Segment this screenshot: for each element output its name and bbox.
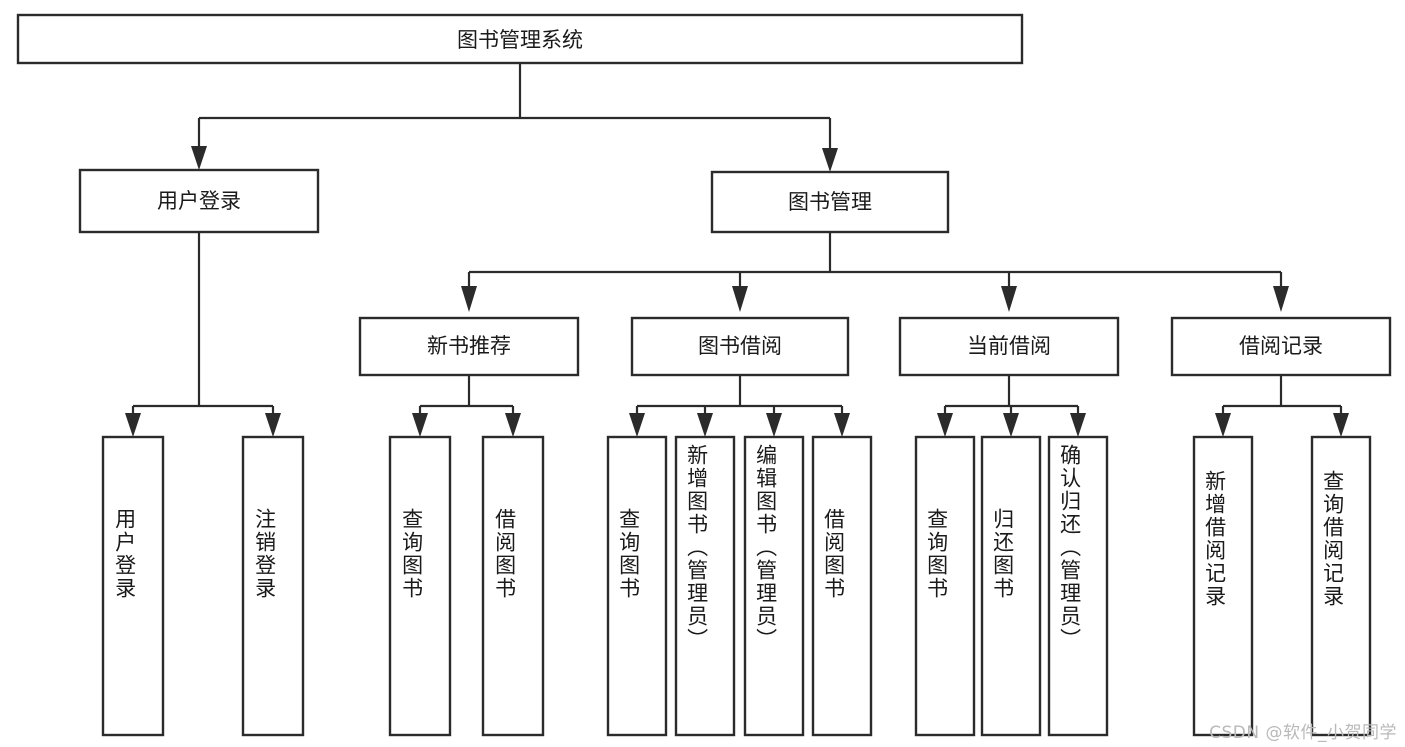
node-box-book-management[interactable]: [710, 170, 950, 234]
node-box-leaf-br-add-record[interactable]: [1192, 435, 1254, 737]
node-box-leaf-user-login[interactable]: [101, 435, 165, 737]
node-box-new-book-recommend[interactable]: [358, 316, 580, 377]
connector-group-newbook: [412, 375, 521, 437]
node-box-user-login[interactable]: [78, 168, 320, 234]
node-label-book-borrow: 图书借阅: [698, 334, 782, 358]
arrow-head-current-borrow: [1001, 286, 1017, 312]
node-box-leaf-nb-borrow-book[interactable]: [481, 435, 545, 737]
arrow-head-book-borrow: [732, 286, 748, 312]
node-box-current-borrow[interactable]: [898, 316, 1120, 377]
arrow-head-leaf-bb-3: [766, 413, 782, 437]
arrow-head-leaf-cb-3: [1070, 413, 1086, 437]
arrow-head-leaf-logout: [265, 413, 281, 437]
node-box-leaf-cb-confirm-return[interactable]: [1047, 435, 1109, 737]
arrow-head-leaf-user-login: [125, 413, 141, 437]
arrow-head-leaf-br-2: [1333, 413, 1349, 437]
arrow-head-leaf-nb-1: [412, 413, 428, 437]
connector-group-bookborrow: [629, 375, 850, 437]
connector-group-currentborrow: [937, 375, 1086, 437]
node-root[interactable]: [16, 13, 1024, 65]
arrow-head-leaf-bb-4: [834, 413, 850, 437]
arrow-head-new-book: [461, 286, 477, 312]
node-label-borrow-record: 借阅记录: [1239, 334, 1323, 358]
node-box-book-borrow[interactable]: [630, 316, 850, 377]
node-box-leaf-cb-return-book[interactable]: [980, 435, 1042, 737]
node-box-leaf-nb-query-book[interactable]: [388, 435, 452, 737]
node-box-leaf-cb-query-book[interactable]: [914, 435, 976, 737]
node-borrow-record[interactable]: [1170, 316, 1392, 377]
connector-group-bookmgmt: [461, 232, 1289, 312]
connector-group-userlogin: [125, 232, 281, 437]
arrow-head-leaf-bb-1: [629, 413, 645, 437]
node-book-management[interactable]: [710, 170, 950, 234]
csdn-watermark: CSDN @软件_小贺同学: [1209, 723, 1397, 743]
node-box-leaf-bb-query-book[interactable]: [606, 435, 668, 737]
arrow-head-leaf-br-1: [1215, 413, 1231, 437]
arrow-head-bookmgmt: [822, 148, 838, 172]
node-box-leaf-logout[interactable]: [241, 435, 305, 737]
connector-group-root: [191, 63, 838, 172]
node-label-new-book-recommend: 新书推荐: [427, 334, 511, 358]
arrow-head-borrow-record: [1273, 286, 1289, 312]
connector-group-borrowrecord: [1215, 375, 1349, 437]
arrow-head-leaf-cb-2: [1003, 413, 1019, 437]
node-label-book-management: 图书管理: [788, 190, 872, 214]
node-new-book-recommend[interactable]: [358, 316, 580, 377]
node-label-root: 图书管理系统: [457, 28, 583, 52]
arrow-head-userlogin: [191, 146, 207, 170]
node-box-leaf-bb-borrow-book[interactable]: [811, 435, 873, 737]
node-box-borrow-record[interactable]: [1170, 316, 1392, 377]
arrow-head-leaf-nb-2: [505, 413, 521, 437]
node-user-login[interactable]: [78, 168, 320, 234]
arrow-head-leaf-cb-1: [937, 413, 953, 437]
node-box-root[interactable]: [16, 13, 1024, 65]
node-box-leaf-bb-add-book[interactable]: [674, 435, 736, 737]
node-book-borrow[interactable]: [630, 316, 850, 377]
node-label-current-borrow: 当前借阅: [967, 334, 1051, 358]
node-label-user-login: 用户登录: [157, 189, 241, 213]
node-box-leaf-bb-edit-book[interactable]: [743, 435, 805, 737]
node-box-leaf-br-query-record[interactable]: [1310, 435, 1372, 737]
node-current-borrow[interactable]: [898, 316, 1120, 377]
arrow-head-leaf-bb-2: [697, 413, 713, 437]
